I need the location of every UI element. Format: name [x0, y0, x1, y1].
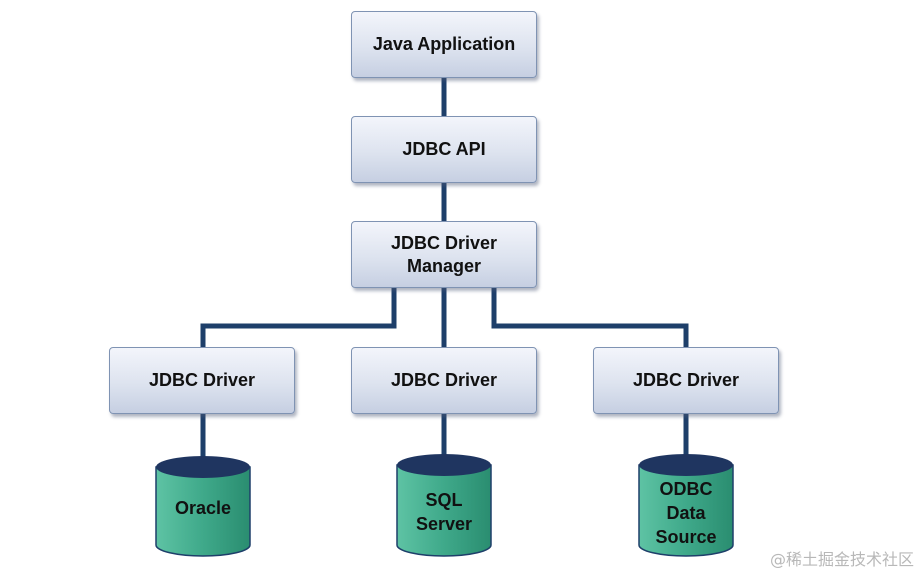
jdbc-api-label: JDBC API — [402, 139, 486, 159]
jdbc-driver-manager-box: JDBC Driver Manager — [351, 221, 537, 288]
connector-manager-driver-right — [491, 288, 689, 347]
driver-manager-label-line2: Manager — [406, 255, 482, 276]
watermark: @稀土掘金技术社区 — [769, 550, 914, 569]
jdbc-driver-label: JDBC Driver — [632, 370, 740, 390]
jdbc-api-box: JDBC API — [351, 116, 537, 183]
odbc-data-source-label: ODBC Data Source — [655, 479, 717, 547]
sql-server-database-icon — [396, 454, 492, 557]
sql-server-label: SQL Server — [415, 490, 473, 534]
oracle-database-icon — [155, 456, 251, 557]
jdbc-driver-label: JDBC Driver — [390, 370, 498, 390]
java-application-label: Java Application — [372, 34, 516, 54]
java-application-box: Java Application — [351, 11, 537, 78]
jdbc-driver-label: JDBC Driver — [148, 370, 256, 390]
driver-manager-label-line1: JDBC Driver — [390, 232, 498, 253]
jdbc-driver-box-oracle: JDBC Driver — [109, 347, 295, 414]
connector-manager-driver-left — [200, 288, 397, 347]
jdbc-driver-box-odbc: JDBC Driver — [593, 347, 779, 414]
oracle-label: Oracle — [174, 498, 232, 518]
odbc-data-source-database-icon — [638, 454, 734, 557]
jdbc-driver-box-sqlserver: JDBC Driver — [351, 347, 537, 414]
